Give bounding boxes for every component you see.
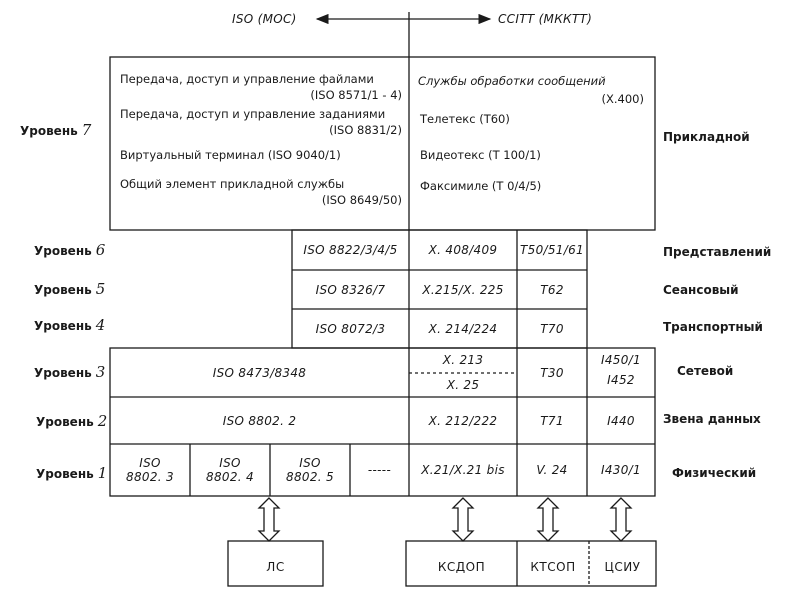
iso-acse-line2: (ISO 8649/50): [321, 193, 402, 207]
l4-t-cell: T70: [540, 321, 564, 336]
l4-iso-cell: ISO 8072/3: [315, 321, 386, 336]
l4-x-cell: X. 214/224: [428, 321, 498, 336]
network-boxes: [405, 540, 657, 587]
l6-iso-cell: ISO 8822/3/4/5: [303, 243, 398, 257]
tsiu-label: ЦСИУ: [604, 560, 641, 574]
level-6-name: Представлений: [663, 245, 772, 259]
l1-more-cell: -----: [367, 463, 392, 477]
iso-jtm-line2: (ISO 8831/2): [329, 123, 402, 137]
l3-iso-cell: ISO 8473/8348: [212, 365, 307, 380]
connector-arrow-ktsop: [536, 497, 560, 542]
l3-i-top-cell: I450/1: [601, 353, 641, 367]
level-4-name: Транспортный: [663, 320, 763, 334]
l1-i-cell: I430/1: [601, 463, 641, 477]
iso-ftam-line2: (ISO 8571/1 - 4): [310, 88, 402, 102]
l6-x-cell: X. 408/409: [428, 243, 498, 257]
ccitt-teletex: Телетекс (Т60): [420, 112, 510, 126]
iso-ftam-line1: Передача, доступ и управление файлами: [120, 72, 374, 86]
header-ccitt-label: CCITT (МККТТ): [498, 12, 593, 26]
l1-x-cell: X.21/X.21 bis: [421, 463, 505, 477]
ccitt-mhs-line2: (X.400): [601, 92, 644, 106]
iso-jtm-line1: Передача, доступ и управление заданиями: [120, 107, 386, 121]
iso-acse-line1: Общий элемент прикладной службы: [120, 177, 345, 191]
l5-t-cell: T62: [540, 282, 564, 297]
level-3-name: Сетевой: [677, 364, 734, 378]
l6-t-cell: T50/51/61: [520, 243, 584, 257]
l2-t-cell: T71: [540, 413, 564, 428]
l3-t-cell: T30: [540, 365, 564, 380]
header-iso-label: ISO (МОС): [232, 12, 297, 26]
l2-iso-cell: ISO 8802. 2: [222, 413, 297, 428]
ktsop-label: КТСОП: [530, 560, 576, 574]
l5-x-cell: X.215/X. 225: [422, 282, 504, 297]
ksdop-label: КСДОП: [437, 560, 486, 574]
ls-box: [227, 540, 324, 587]
connector-arrow-tsiu: [609, 497, 633, 542]
connector-arrow-ls: [257, 497, 281, 542]
ccitt-mhs-line1: Службы обработки сообщений: [418, 74, 606, 88]
l3-x-top-cell: X. 213: [442, 353, 484, 367]
lower-layers-grid: [109, 347, 656, 497]
connector-arrow-ksdop: [451, 497, 475, 542]
l3-x-bottom-cell: X. 25: [446, 378, 480, 392]
iso-vt-line1: Виртуальный терминал (ISO 9040/1): [120, 148, 341, 162]
l3-i-bottom-cell: I452: [607, 373, 635, 387]
l1-v-cell: V. 24: [536, 463, 568, 477]
level-1-name: Физический: [672, 466, 757, 480]
ccitt-facsimile: Факсимиле (Т 0/4/5): [420, 179, 542, 193]
level-2-name: Звена данных: [663, 412, 761, 426]
l5-iso-cell: ISO 8326/7: [315, 282, 386, 297]
l2-x-cell: X. 212/222: [428, 413, 498, 428]
ccitt-videotex: Видеотекс (Т 100/1): [420, 148, 541, 162]
level-5-name: Сеансовый: [663, 283, 739, 297]
ls-label: ЛС: [266, 560, 285, 574]
level-7-name: Прикладной: [663, 130, 750, 144]
l2-i-cell: I440: [607, 413, 635, 428]
